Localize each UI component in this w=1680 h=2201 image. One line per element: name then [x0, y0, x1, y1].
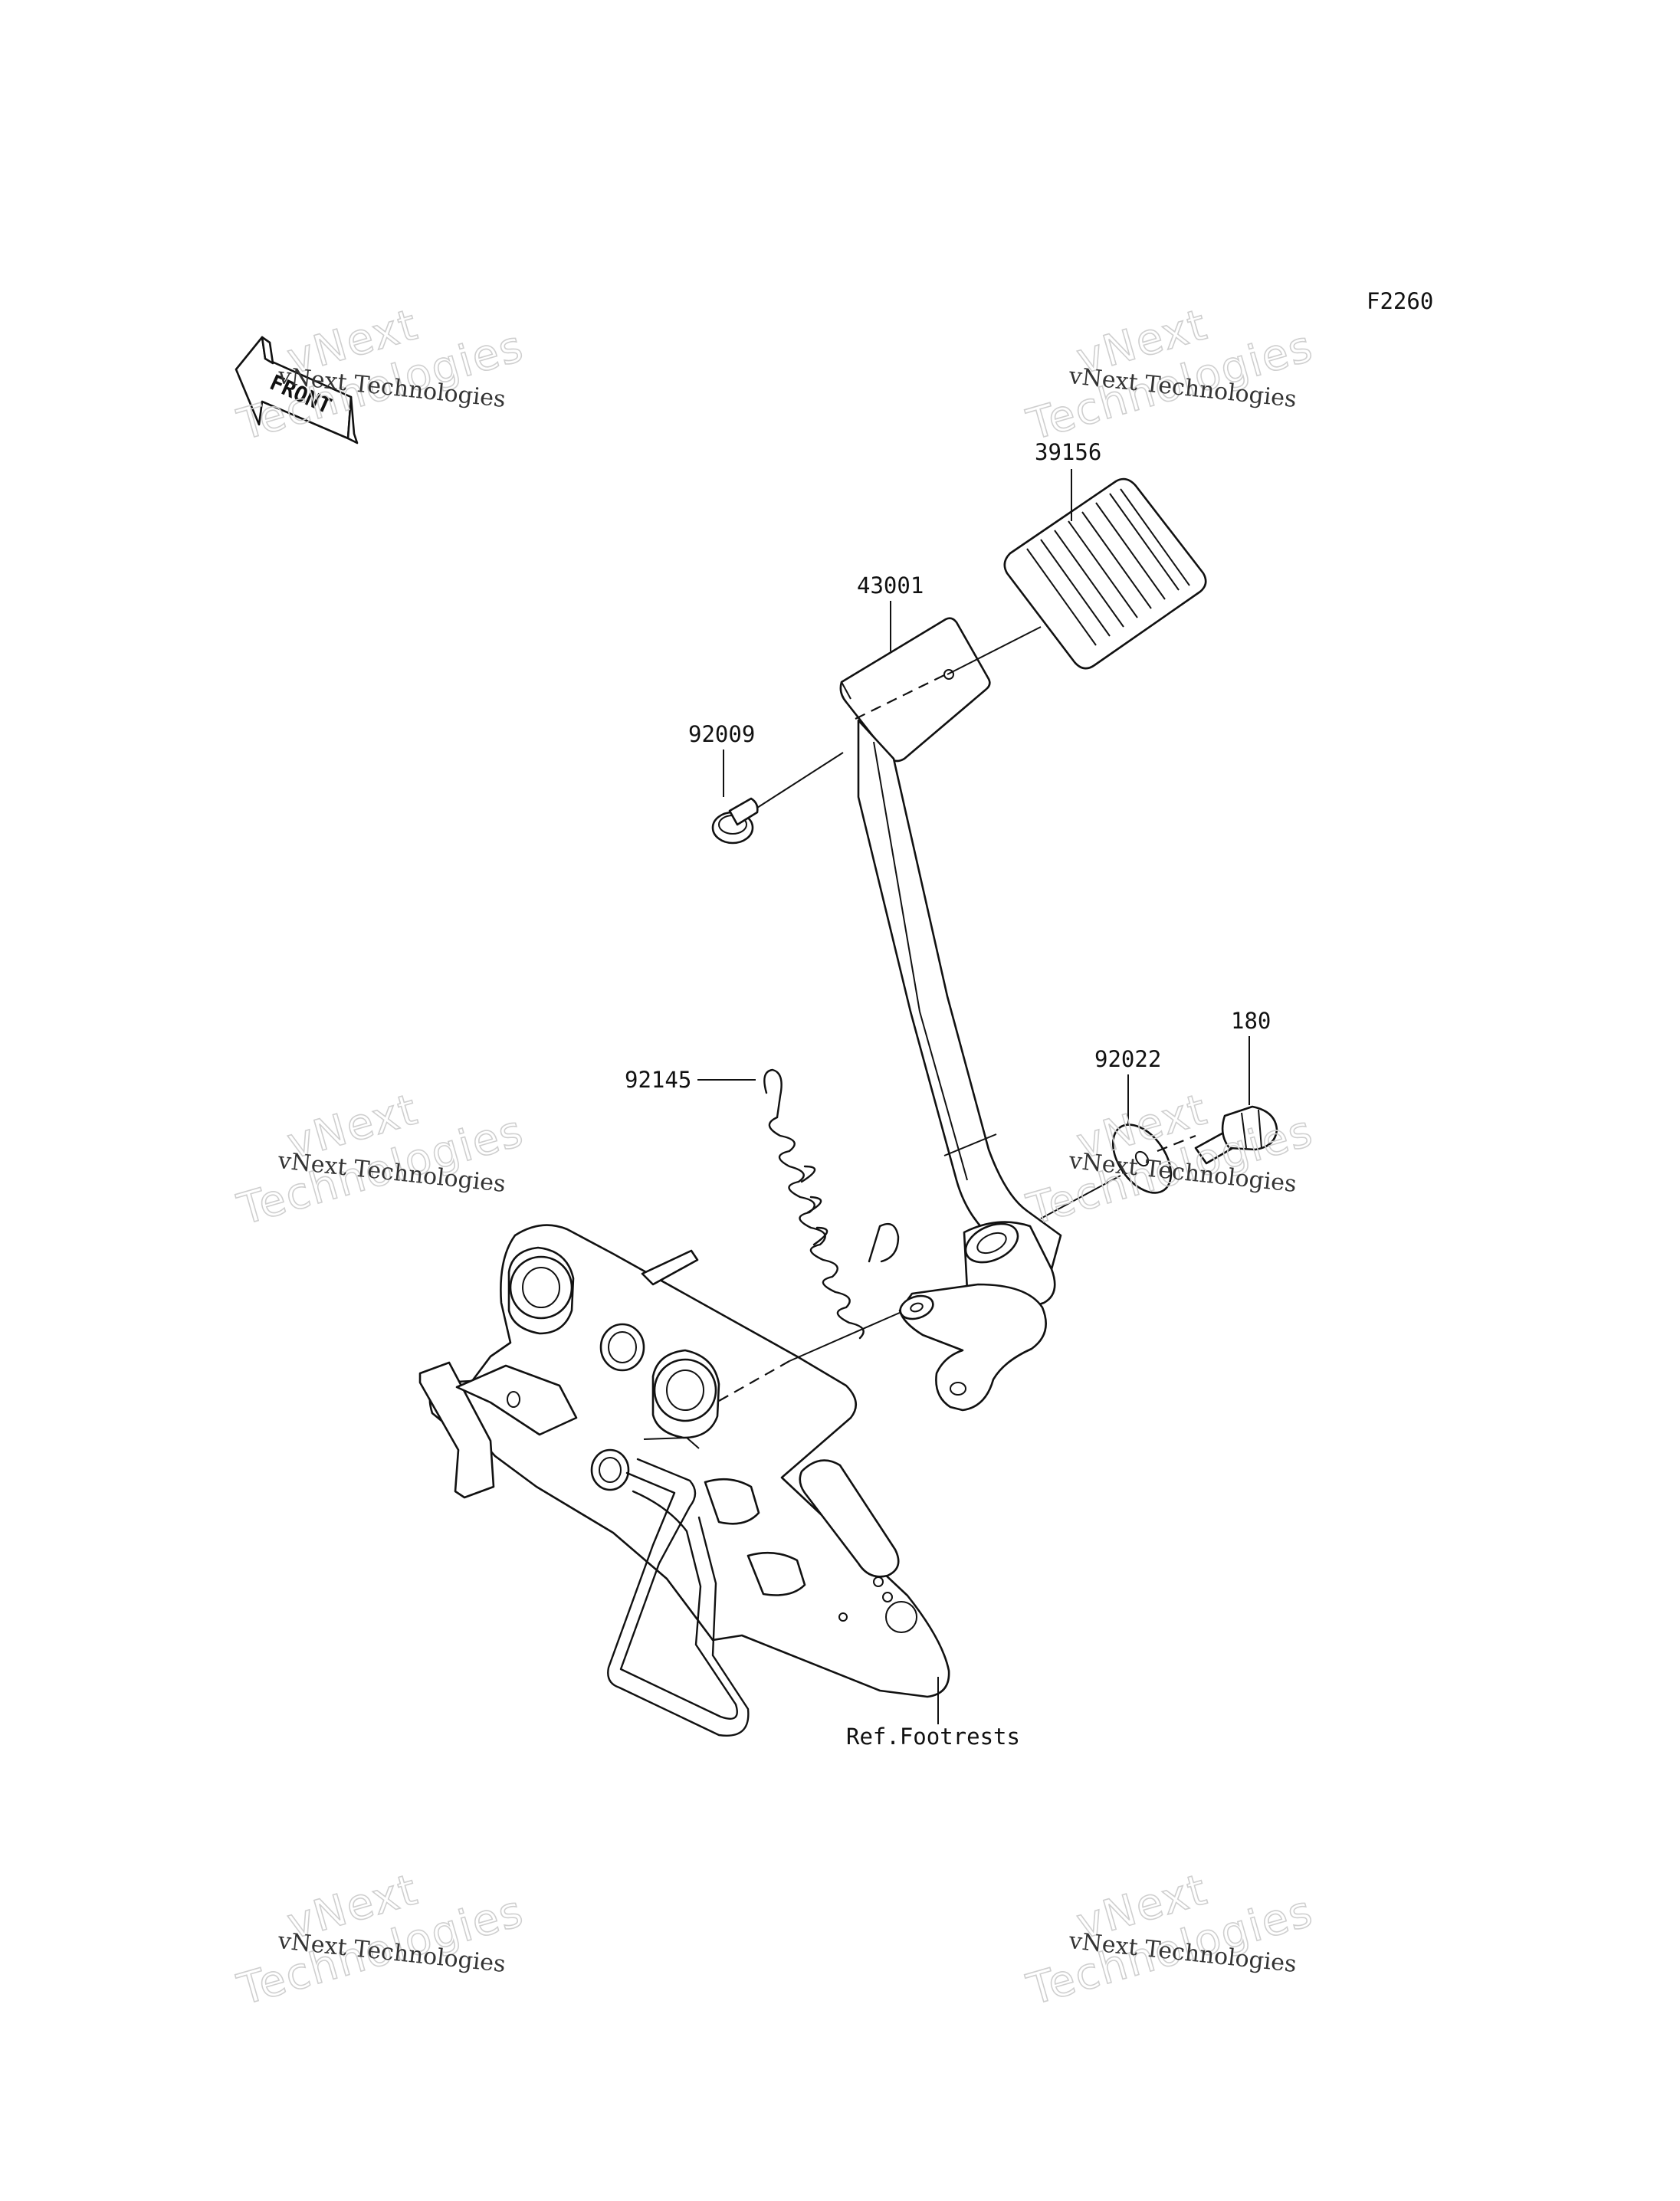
brake-pedal	[839, 617, 1062, 1412]
callout-washer: 92022	[1094, 1046, 1161, 1125]
footrest-bracket	[418, 1224, 950, 1737]
assembly-lines	[718, 626, 1196, 1402]
watermark-mid-right: vNext Technologies vNext Technologies	[1021, 1084, 1319, 1235]
callout-92145: 92145	[625, 1067, 691, 1093]
pedal-pad	[1003, 477, 1207, 670]
callout-brake-pedal: 43001	[857, 572, 924, 651]
callout-43001: 43001	[857, 572, 924, 599]
callout-92022: 92022	[1094, 1046, 1161, 1072]
callout-pivot-bolt: 180	[1231, 1008, 1271, 1105]
callout-180: 180	[1231, 1008, 1271, 1034]
diagram-code: F2260	[1367, 288, 1433, 314]
pad-bolt	[711, 797, 759, 845]
callout-ref-footrests: Ref.Footrests	[846, 1724, 1020, 1750]
callout-return-spring: 92145	[625, 1067, 756, 1093]
front-arrow-icon: FRONT	[235, 336, 359, 444]
callout-39156: 39156	[1035, 439, 1101, 465]
callout-footrest-ref: Ref.Footrests	[846, 1677, 1020, 1750]
watermark-bottom-left: vNext Technologies vNext Technologies	[231, 1864, 530, 2016]
callout-92009: 92009	[688, 721, 755, 747]
return-spring	[763, 1068, 900, 1340]
watermark-bottom-right: vNext Technologies vNext Technologies	[1021, 1864, 1319, 2016]
callout-pad-bolt: 92009	[688, 721, 755, 797]
watermark-top-right: vNext Technologies vNext Technologies	[1021, 299, 1319, 451]
watermark-mid-left: vNext Technologies vNext Technologies	[231, 1084, 530, 1235]
callout-pedal-pad: 39156	[1035, 439, 1101, 521]
pivot-bolt	[1194, 1105, 1278, 1165]
washer	[1111, 1123, 1173, 1194]
